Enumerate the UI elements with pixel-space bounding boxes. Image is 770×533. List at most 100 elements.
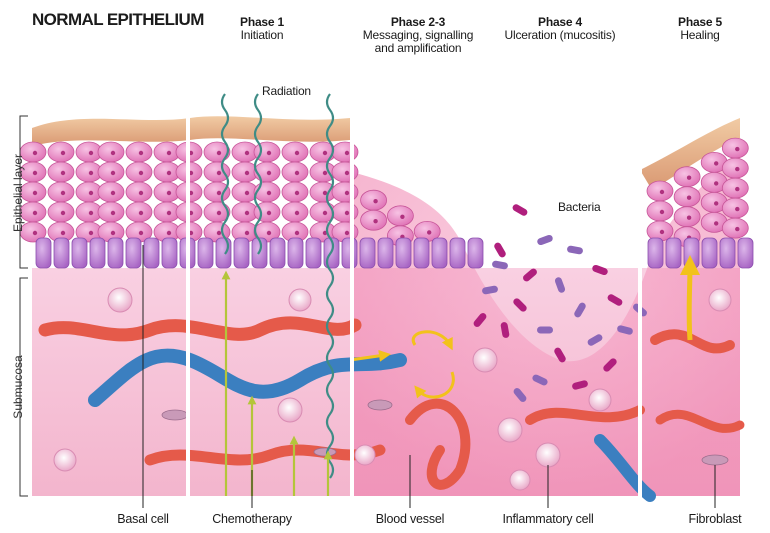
- cell-nucleus: [33, 151, 37, 155]
- cell-nucleus: [735, 227, 739, 231]
- basal-cell: [396, 238, 411, 268]
- cell-nucleus: [323, 171, 327, 175]
- cell-nucleus: [167, 191, 171, 195]
- keratin-layer: [32, 116, 350, 146]
- phase-4-heading: Phase 4 Ulceration (mucositis): [495, 16, 625, 42]
- cell-nucleus: [89, 171, 93, 175]
- epithelial-cell: [98, 142, 124, 162]
- cell-nucleus: [660, 230, 664, 234]
- artery-ulcer: [530, 410, 640, 420]
- cell-nucleus: [345, 151, 349, 155]
- cell-nucleus: [373, 199, 377, 203]
- cell-nucleus: [139, 231, 143, 235]
- cell-nucleus: [61, 191, 65, 195]
- cell-nucleus: [33, 191, 37, 195]
- epithelial-cell: [332, 182, 358, 202]
- cell-nucleus: [267, 191, 271, 195]
- bacterium: [567, 245, 584, 255]
- epithelial-cell: [361, 190, 387, 210]
- cell-nucleus: [217, 191, 221, 195]
- basal-cell: [108, 238, 123, 268]
- epithelial-cell: [98, 182, 124, 202]
- artery-lower: [150, 450, 380, 460]
- phase-4-subtitle: Ulceration (mucositis): [495, 29, 625, 42]
- epithelial-cell: [722, 198, 748, 218]
- basal-cell: [72, 238, 87, 268]
- cell-nucleus: [660, 210, 664, 214]
- epithelial-cell: [361, 210, 387, 230]
- epithelial-cell: [98, 202, 124, 222]
- cell-nucleus: [111, 191, 115, 195]
- bacterium: [537, 327, 553, 334]
- cell-nucleus: [245, 171, 249, 175]
- cell-nucleus: [139, 171, 143, 175]
- cell-nucleus: [33, 171, 37, 175]
- basal-cell: [666, 238, 681, 268]
- cell-nucleus: [61, 151, 65, 155]
- epithelial-cell: [282, 202, 308, 222]
- cell-nucleus: [89, 191, 93, 195]
- epithelial-cell: [48, 142, 74, 162]
- epithelial-cell: [98, 162, 124, 182]
- cell-nucleus: [714, 181, 718, 185]
- epithelial-cell: [126, 182, 152, 202]
- cell-nucleus: [714, 201, 718, 205]
- epithelial-cell: [204, 162, 230, 182]
- blood-vessel-label: Blood vessel: [365, 512, 455, 526]
- cell-nucleus: [89, 151, 93, 155]
- basal-cell: [360, 238, 375, 268]
- basal-cell: [738, 238, 753, 268]
- epithelial-cell: [332, 142, 358, 162]
- cell-nucleus: [735, 167, 739, 171]
- cell-nucleus: [267, 231, 271, 235]
- submucosa-label: Submucosa: [11, 347, 25, 427]
- basal-cell: [90, 238, 105, 268]
- epithelial-cell: [387, 206, 413, 226]
- cell-nucleus: [267, 171, 271, 175]
- basal-cell: [288, 238, 303, 268]
- cell-nucleus: [735, 147, 739, 151]
- epithelial-cell: [722, 218, 748, 238]
- cell-nucleus: [687, 216, 691, 220]
- cell-nucleus: [267, 211, 271, 215]
- cell-nucleus: [660, 190, 664, 194]
- epithelial-cell: [722, 138, 748, 158]
- cell-nucleus: [295, 211, 299, 215]
- epithelial-cell: [126, 162, 152, 182]
- cell-nucleus: [111, 211, 115, 215]
- cell-nucleus: [345, 211, 349, 215]
- bacterium: [536, 234, 553, 246]
- bacteria-label: Bacteria: [558, 200, 600, 214]
- cell-nucleus: [111, 231, 115, 235]
- basal-cell: [702, 238, 717, 268]
- radiation-label: Radiation: [262, 84, 311, 98]
- cell-nucleus: [323, 211, 327, 215]
- cell-nucleus: [687, 196, 691, 200]
- cell-nucleus: [714, 161, 718, 165]
- cell-nucleus: [89, 211, 93, 215]
- basal-cell: [162, 238, 177, 268]
- cell-nucleus: [33, 211, 37, 215]
- basal-cell-label: Basal cell: [100, 512, 186, 526]
- cell-nucleus: [714, 221, 718, 225]
- bacterium: [493, 241, 507, 258]
- cell-nucleus: [295, 231, 299, 235]
- epithelial-cell: [647, 201, 673, 221]
- epithelial-cell: [674, 187, 700, 207]
- cell-nucleus: [167, 231, 171, 235]
- basal-cell: [720, 238, 735, 268]
- basal-cell: [126, 238, 141, 268]
- cell-nucleus: [167, 151, 171, 155]
- phase-2-3-subtitle-line2: and amplification: [353, 42, 483, 55]
- cell-nucleus: [111, 151, 115, 155]
- epithelial-cell: [204, 182, 230, 202]
- cell-nucleus: [345, 191, 349, 195]
- phase-5-subtitle: Healing: [660, 29, 740, 42]
- cell-nucleus: [111, 171, 115, 175]
- chemotherapy-label: Chemotherapy: [200, 512, 304, 526]
- epithelial-cell: [48, 162, 74, 182]
- phase-1-subtitle: Initiation: [222, 29, 302, 42]
- epithelial-cell: [48, 202, 74, 222]
- bacterium: [511, 203, 528, 217]
